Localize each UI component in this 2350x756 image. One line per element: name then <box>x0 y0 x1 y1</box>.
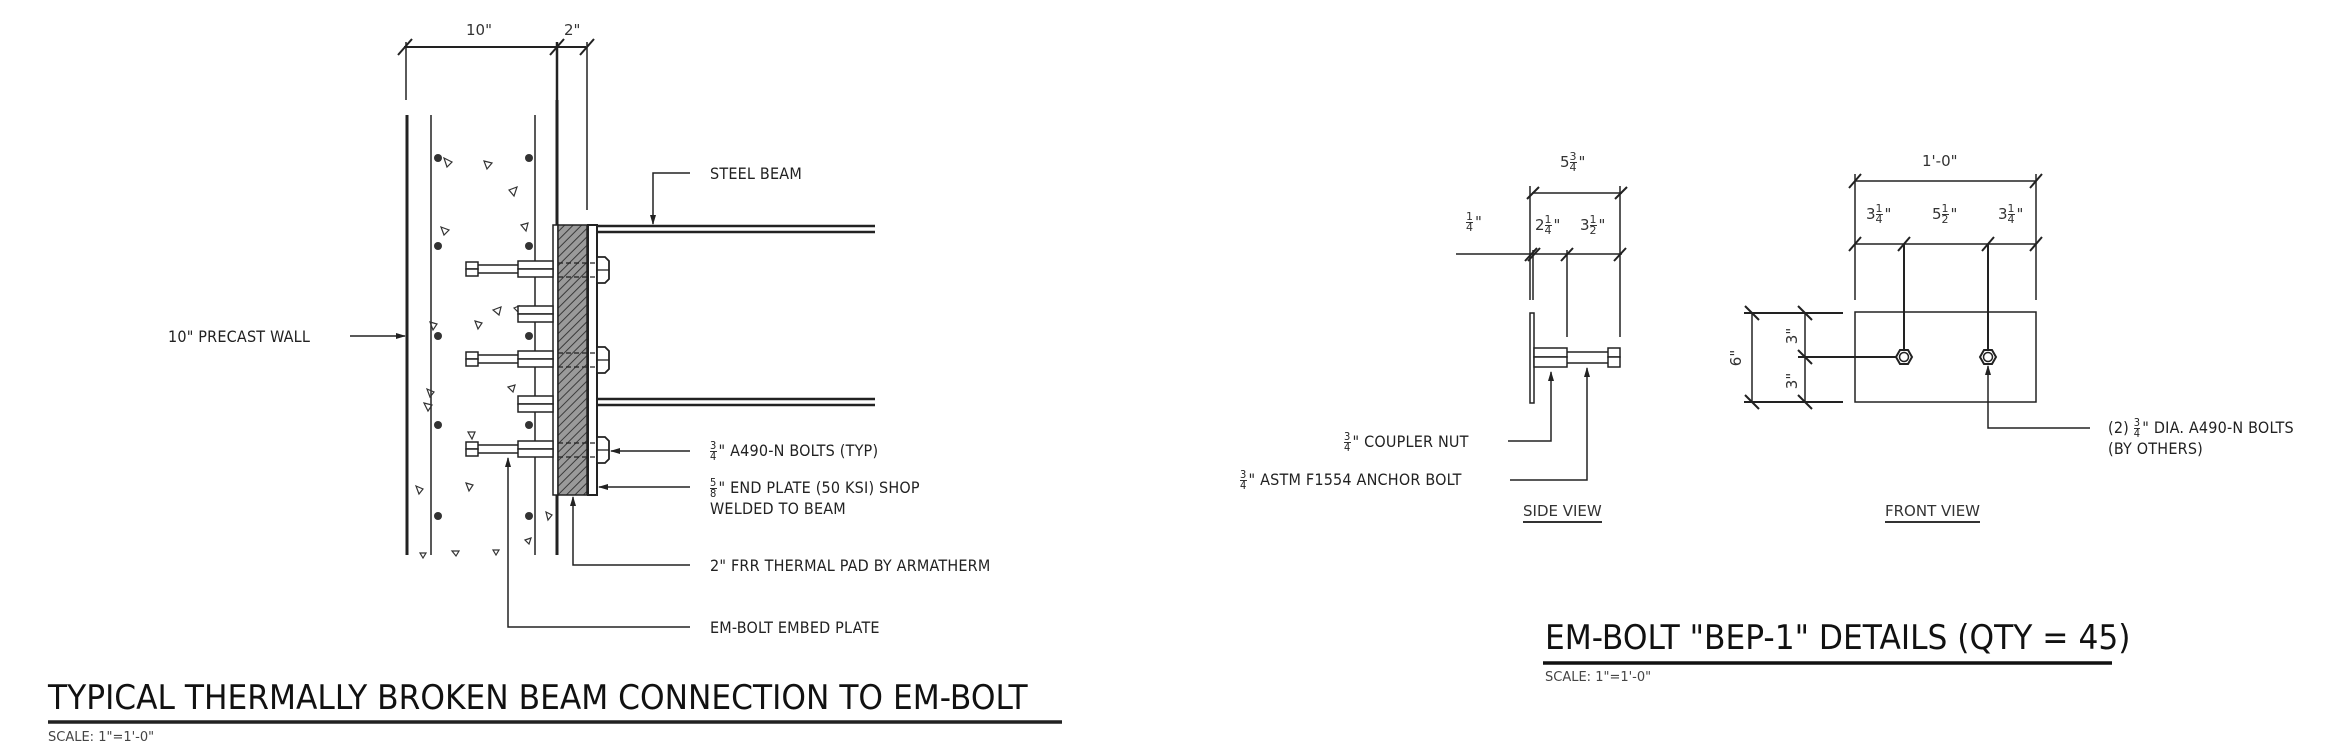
pad-thickness-dim: 2" <box>564 21 581 39</box>
rebar-dots <box>434 154 533 520</box>
precast-wall-label: 10" PRECAST WALL <box>168 327 311 346</box>
left-detail-title: TYPICAL THERMALLY BROKEN BEAM CONNECTION… <box>48 678 1028 718</box>
right-detail-title: EM-BOLT "BEP-1" DETAILS (QTY = 45) <box>1545 618 2131 658</box>
leaders <box>350 172 690 628</box>
aggregate-marks <box>414 156 553 560</box>
end-plate <box>587 224 598 496</box>
steel-beam-flanges <box>597 224 875 407</box>
front-overall-dim: 1'-0" <box>1922 152 1958 170</box>
a490-bolts <box>558 256 610 464</box>
front-half-bottom-dim: 3" <box>1783 372 1802 390</box>
beam-connection-detail <box>48 38 1062 724</box>
anchor-bolt-1 <box>465 260 554 278</box>
coupler-nut-only-1 <box>517 305 554 323</box>
anchor-bolt-2 <box>465 350 554 368</box>
wall-thickness-dim: 10" <box>466 21 492 39</box>
left-detail-scale: SCALE: 1"=1'-0" <box>48 730 155 745</box>
steel-beam-label: STEEL BEAM <box>710 164 802 183</box>
front-bolt-1 <box>1894 349 1914 365</box>
side-view-caption: SIDE VIEW <box>1523 502 1602 523</box>
coupler-nut-only-2 <box>517 395 554 413</box>
front-view-caption: FRONT VIEW <box>1885 502 1981 523</box>
thermal-pad <box>557 224 588 496</box>
front-half-top-dim: 3" <box>1783 327 1802 345</box>
anchor-bolt-3 <box>465 440 554 458</box>
front-height-dim: 6" <box>1727 349 1746 367</box>
embed-plate-label: EM-BOLT EMBED PLATE <box>710 618 880 637</box>
wall-dimension <box>397 38 595 210</box>
thermal-pad-label: 2" FRR THERMAL PAD BY ARMATHERM <box>710 556 991 575</box>
front-view-drawing <box>1744 173 2090 429</box>
anchor-bolts <box>465 260 554 458</box>
right-detail-scale: SCALE: 1"=1'-0" <box>1545 670 1652 685</box>
front-bolt-2 <box>1978 349 1998 365</box>
precast-wall <box>405 100 559 555</box>
side-view-drawing <box>1456 186 1628 481</box>
